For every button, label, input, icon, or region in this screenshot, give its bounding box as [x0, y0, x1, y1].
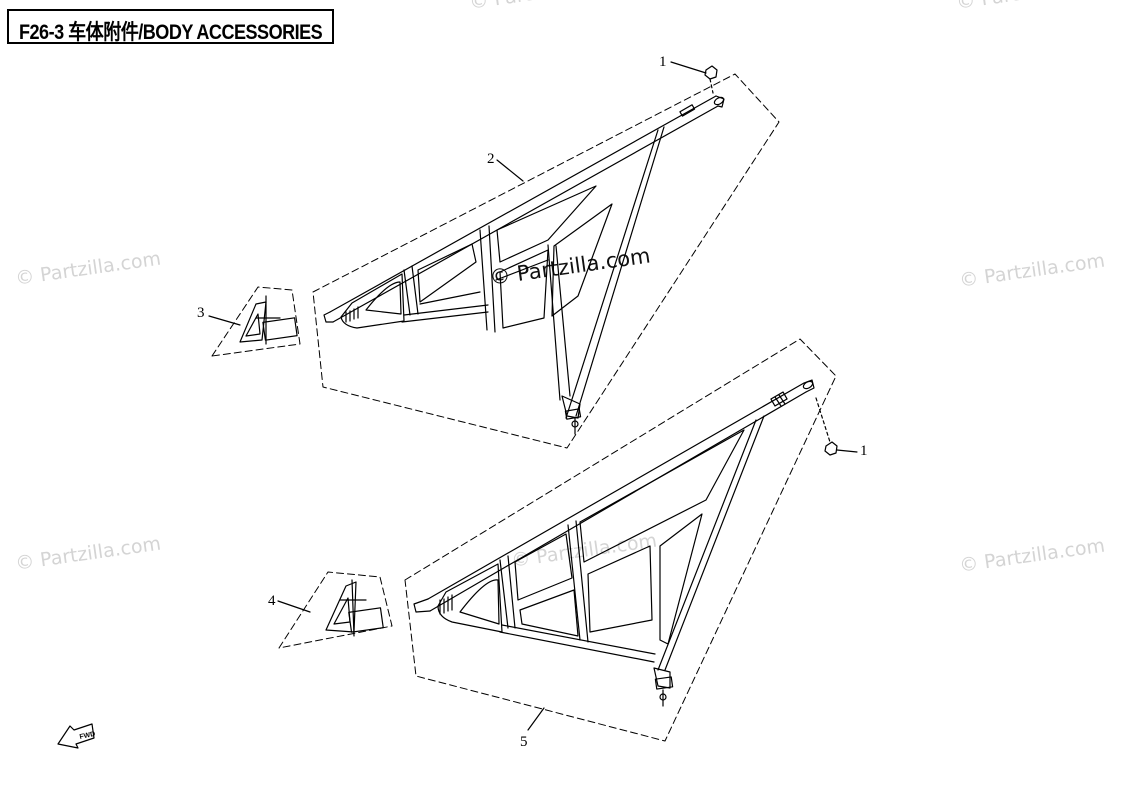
callout-1-top: 1 [659, 54, 667, 70]
diagram-title: F26-3 车体附件/BODY ACCESSORIES [19, 21, 323, 44]
callout-5: 5 [520, 734, 528, 750]
callout-2: 2 [487, 151, 495, 167]
forward-direction-arrow [57, 723, 95, 749]
leader-2 [496, 159, 524, 182]
bolt-right [815, 397, 858, 456]
hinge-bracket-lower [277, 579, 384, 637]
group-boundary-lower [404, 338, 837, 742]
diagram-title-box: F26-3 车体附件/BODY ACCESSORIES [7, 9, 334, 44]
bolt-top [670, 61, 718, 94]
group-boundary-3 [211, 286, 301, 357]
callout-4: 4 [268, 593, 276, 609]
door-frame-right [413, 379, 815, 707]
door-frame-left [323, 95, 725, 435]
group-boundary-upper [312, 73, 780, 449]
callout-3: 3 [197, 305, 205, 321]
forward-arrow-label: FWD [79, 731, 96, 741]
callout-1-right: 1 [860, 443, 868, 459]
leader-5 [527, 707, 545, 731]
hinge-bracket-upper [208, 295, 298, 345]
